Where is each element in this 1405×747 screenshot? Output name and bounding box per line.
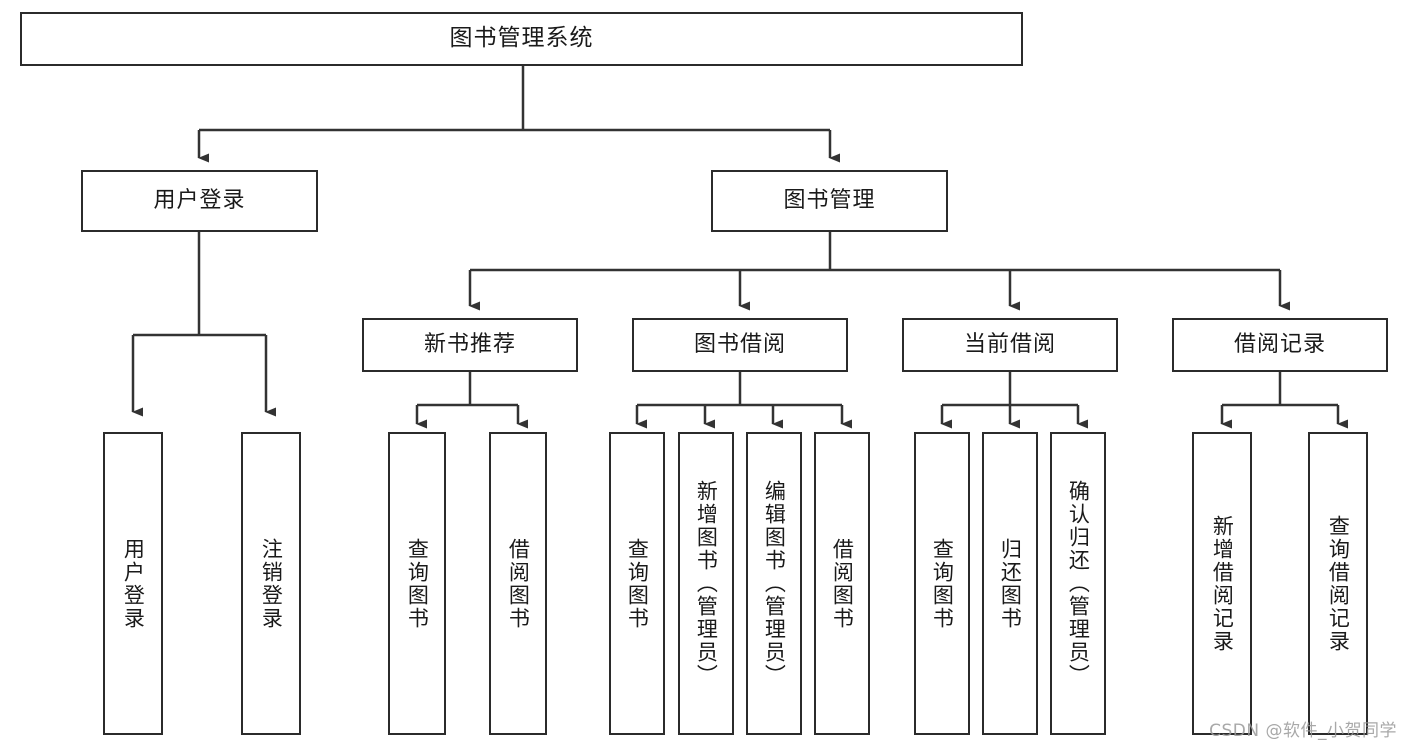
node-user-login[interactable]: 用户登录 (81, 170, 318, 232)
node-borrow-record[interactable]: 借阅记录 (1172, 318, 1388, 372)
leaf-borrow-record-add[interactable]: 新增借阅记录 (1192, 432, 1252, 735)
leaf-label: 查询借阅记录 (1326, 514, 1351, 653)
leaf-current-borrow-query[interactable]: 查询图书 (914, 432, 970, 735)
leaf-label: 查询图书 (405, 537, 430, 630)
leaf-label: 借阅图书 (506, 537, 531, 630)
leaf-borrow-record-query[interactable]: 查询借阅记录 (1308, 432, 1368, 735)
node-book-borrow[interactable]: 图书借阅 (632, 318, 848, 372)
leaf-user-login-logout[interactable]: 注销登录 (241, 432, 301, 735)
leaf-label: 新增图书（管理员） (694, 480, 719, 687)
node-new-book-recommend[interactable]: 新书推荐 (362, 318, 578, 372)
leaf-label: 用户登录 (121, 537, 146, 630)
leaf-label: 新增借阅记录 (1210, 514, 1235, 653)
leaf-label: 确认归还（管理员） (1066, 480, 1091, 687)
leaf-current-borrow-return[interactable]: 归还图书 (982, 432, 1038, 735)
leaf-book-borrow-borrow[interactable]: 借阅图书 (814, 432, 870, 735)
node-root-system[interactable]: 图书管理系统 (20, 12, 1023, 66)
leaf-new-book-borrow[interactable]: 借阅图书 (489, 432, 547, 735)
leaf-current-borrow-confirm-return[interactable]: 确认归还（管理员） (1050, 432, 1106, 735)
leaf-label: 注销登录 (259, 537, 284, 630)
leaf-label: 查询图书 (625, 537, 650, 630)
leaf-book-borrow-query[interactable]: 查询图书 (609, 432, 665, 735)
leaf-book-borrow-edit[interactable]: 编辑图书（管理员） (746, 432, 802, 735)
leaf-label: 借阅图书 (830, 537, 855, 630)
leaf-book-borrow-add[interactable]: 新增图书（管理员） (678, 432, 734, 735)
leaf-label: 归还图书 (998, 537, 1023, 630)
csdn-watermark: CSDN @软件_小贺同学 (1209, 721, 1397, 741)
leaf-new-book-query[interactable]: 查询图书 (388, 432, 446, 735)
node-current-borrow[interactable]: 当前借阅 (902, 318, 1118, 372)
leaf-label: 编辑图书（管理员） (762, 480, 787, 687)
leaf-user-login-login[interactable]: 用户登录 (103, 432, 163, 735)
leaf-label: 查询图书 (930, 537, 955, 630)
node-book-management[interactable]: 图书管理 (711, 170, 948, 232)
